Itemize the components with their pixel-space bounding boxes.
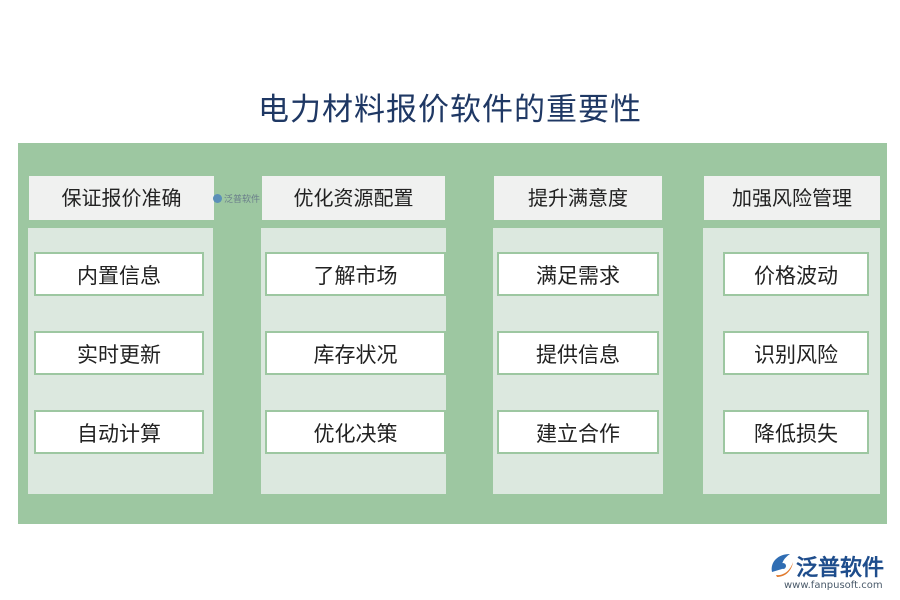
column-item: 提供信息 [497, 331, 659, 375]
column-header: 提升满意度 [494, 176, 662, 220]
watermark-text: 泛普软件 [224, 195, 261, 205]
column-header: 优化资源配置 [262, 176, 445, 220]
column-item: 降低损失 [723, 410, 869, 454]
brand-mark-icon [771, 554, 793, 577]
column-item: 优化决策 [265, 410, 446, 454]
column-item: 内置信息 [34, 252, 204, 296]
diagram-title: 电力材料报价软件的重要性 [258, 92, 642, 128]
column-item: 库存状况 [265, 331, 446, 375]
column-header: 保证报价准确 [29, 176, 214, 220]
column-item: 建立合作 [497, 410, 659, 454]
watermark: 泛普软件 [213, 192, 260, 205]
brand-url: www.fanpusoft.com [784, 580, 883, 591]
column-item: 自动计算 [34, 410, 204, 454]
brand-logo: 泛普软件 www.fanpusoft.com [768, 550, 894, 594]
column-header: 加强风险管理 [704, 176, 880, 220]
column-body: 了解市场 库存状况 优化决策 [261, 228, 446, 494]
diagram-panel: 保证报价准确 内置信息 实时更新 自动计算 优化资源配置 了解市场 库存状况 优… [18, 143, 887, 524]
column-body: 价格波动 识别风险 降低损失 [703, 228, 880, 494]
column-item: 识别风险 [723, 331, 869, 375]
brand-name: 泛普软件 [796, 556, 885, 581]
column-item: 实时更新 [34, 331, 204, 375]
watermark-logo-icon [213, 194, 222, 203]
column-body: 满足需求 提供信息 建立合作 [493, 228, 663, 494]
column-body: 内置信息 实时更新 自动计算 [28, 228, 213, 494]
column-item: 了解市场 [265, 252, 446, 296]
column-item: 价格波动 [723, 252, 869, 296]
column-item: 满足需求 [497, 252, 659, 296]
